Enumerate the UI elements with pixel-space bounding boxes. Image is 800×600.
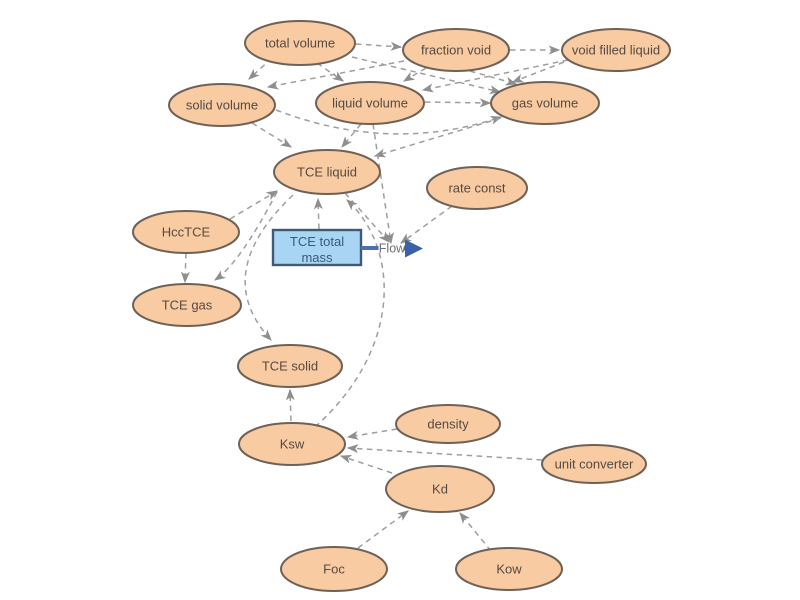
svg-text:density: density [427,417,469,432]
svg-text:TCE total: TCE total [290,234,344,249]
svg-text:liquid volume: liquid volume [332,96,408,111]
svg-text:TCE gas: TCE gas [162,298,213,313]
svg-text:TCE liquid: TCE liquid [297,165,357,180]
svg-text:gas volume: gas volume [512,96,578,111]
svg-text:fraction void: fraction void [421,43,491,58]
svg-text:TCE solid: TCE solid [262,359,318,374]
svg-text:solid volume: solid volume [186,98,258,113]
svg-text:unit converter: unit converter [555,457,634,472]
svg-text:Kd: Kd [432,482,448,497]
svg-text:Foc: Foc [323,562,345,577]
svg-text:Ksw: Ksw [280,437,305,452]
svg-text:void filled liquid: void filled liquid [572,43,660,58]
svg-text:HccTCE: HccTCE [162,225,211,240]
svg-text:Flow: Flow [379,242,406,256]
svg-text:total volume: total volume [265,36,335,51]
svg-text:Kow: Kow [496,562,522,577]
svg-text:mass: mass [301,250,333,265]
svg-text:rate const: rate const [448,181,505,196]
